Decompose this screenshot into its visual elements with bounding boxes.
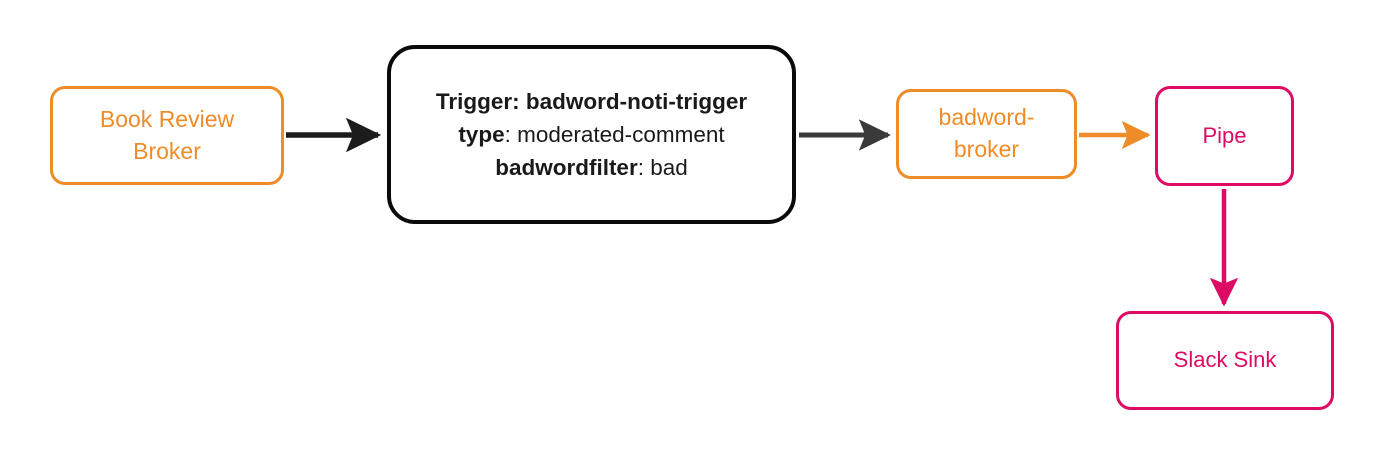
trigger-title-line: Trigger: badword-noti-trigger: [435, 88, 748, 114]
node-badword-broker-label: badword- broker: [938, 104, 1035, 162]
trigger-badwordfilter-line: badwordfilter: bad: [495, 151, 688, 184]
node-book-review-broker[interactable]: Book Review Broker: [50, 86, 284, 185]
node-slack-sink-label: Slack Sink: [1173, 347, 1277, 373]
node-badword-broker[interactable]: badword- broker: [896, 89, 1077, 179]
trigger-badwordfilter-key: badwordfilter: [495, 155, 638, 181]
trigger-type-value: moderated-comment: [517, 121, 725, 147]
node-trigger[interactable]: Trigger: badword-noti-trigger type: mode…: [387, 45, 796, 224]
node-slack-sink[interactable]: Slack Sink: [1116, 311, 1334, 410]
trigger-type-key: type: [458, 121, 505, 147]
node-book-review-broker-label: Book Review Broker: [99, 105, 235, 164]
trigger-type-line: type: moderated-comment: [458, 118, 724, 151]
node-pipe-label: Pipe: [1202, 122, 1247, 148]
node-pipe[interactable]: Pipe: [1155, 86, 1294, 186]
trigger-type-separator: :: [504, 121, 518, 147]
trigger-badwordfilter-value: bad: [650, 155, 688, 181]
trigger-badwordfilter-separator: :: [637, 155, 651, 181]
